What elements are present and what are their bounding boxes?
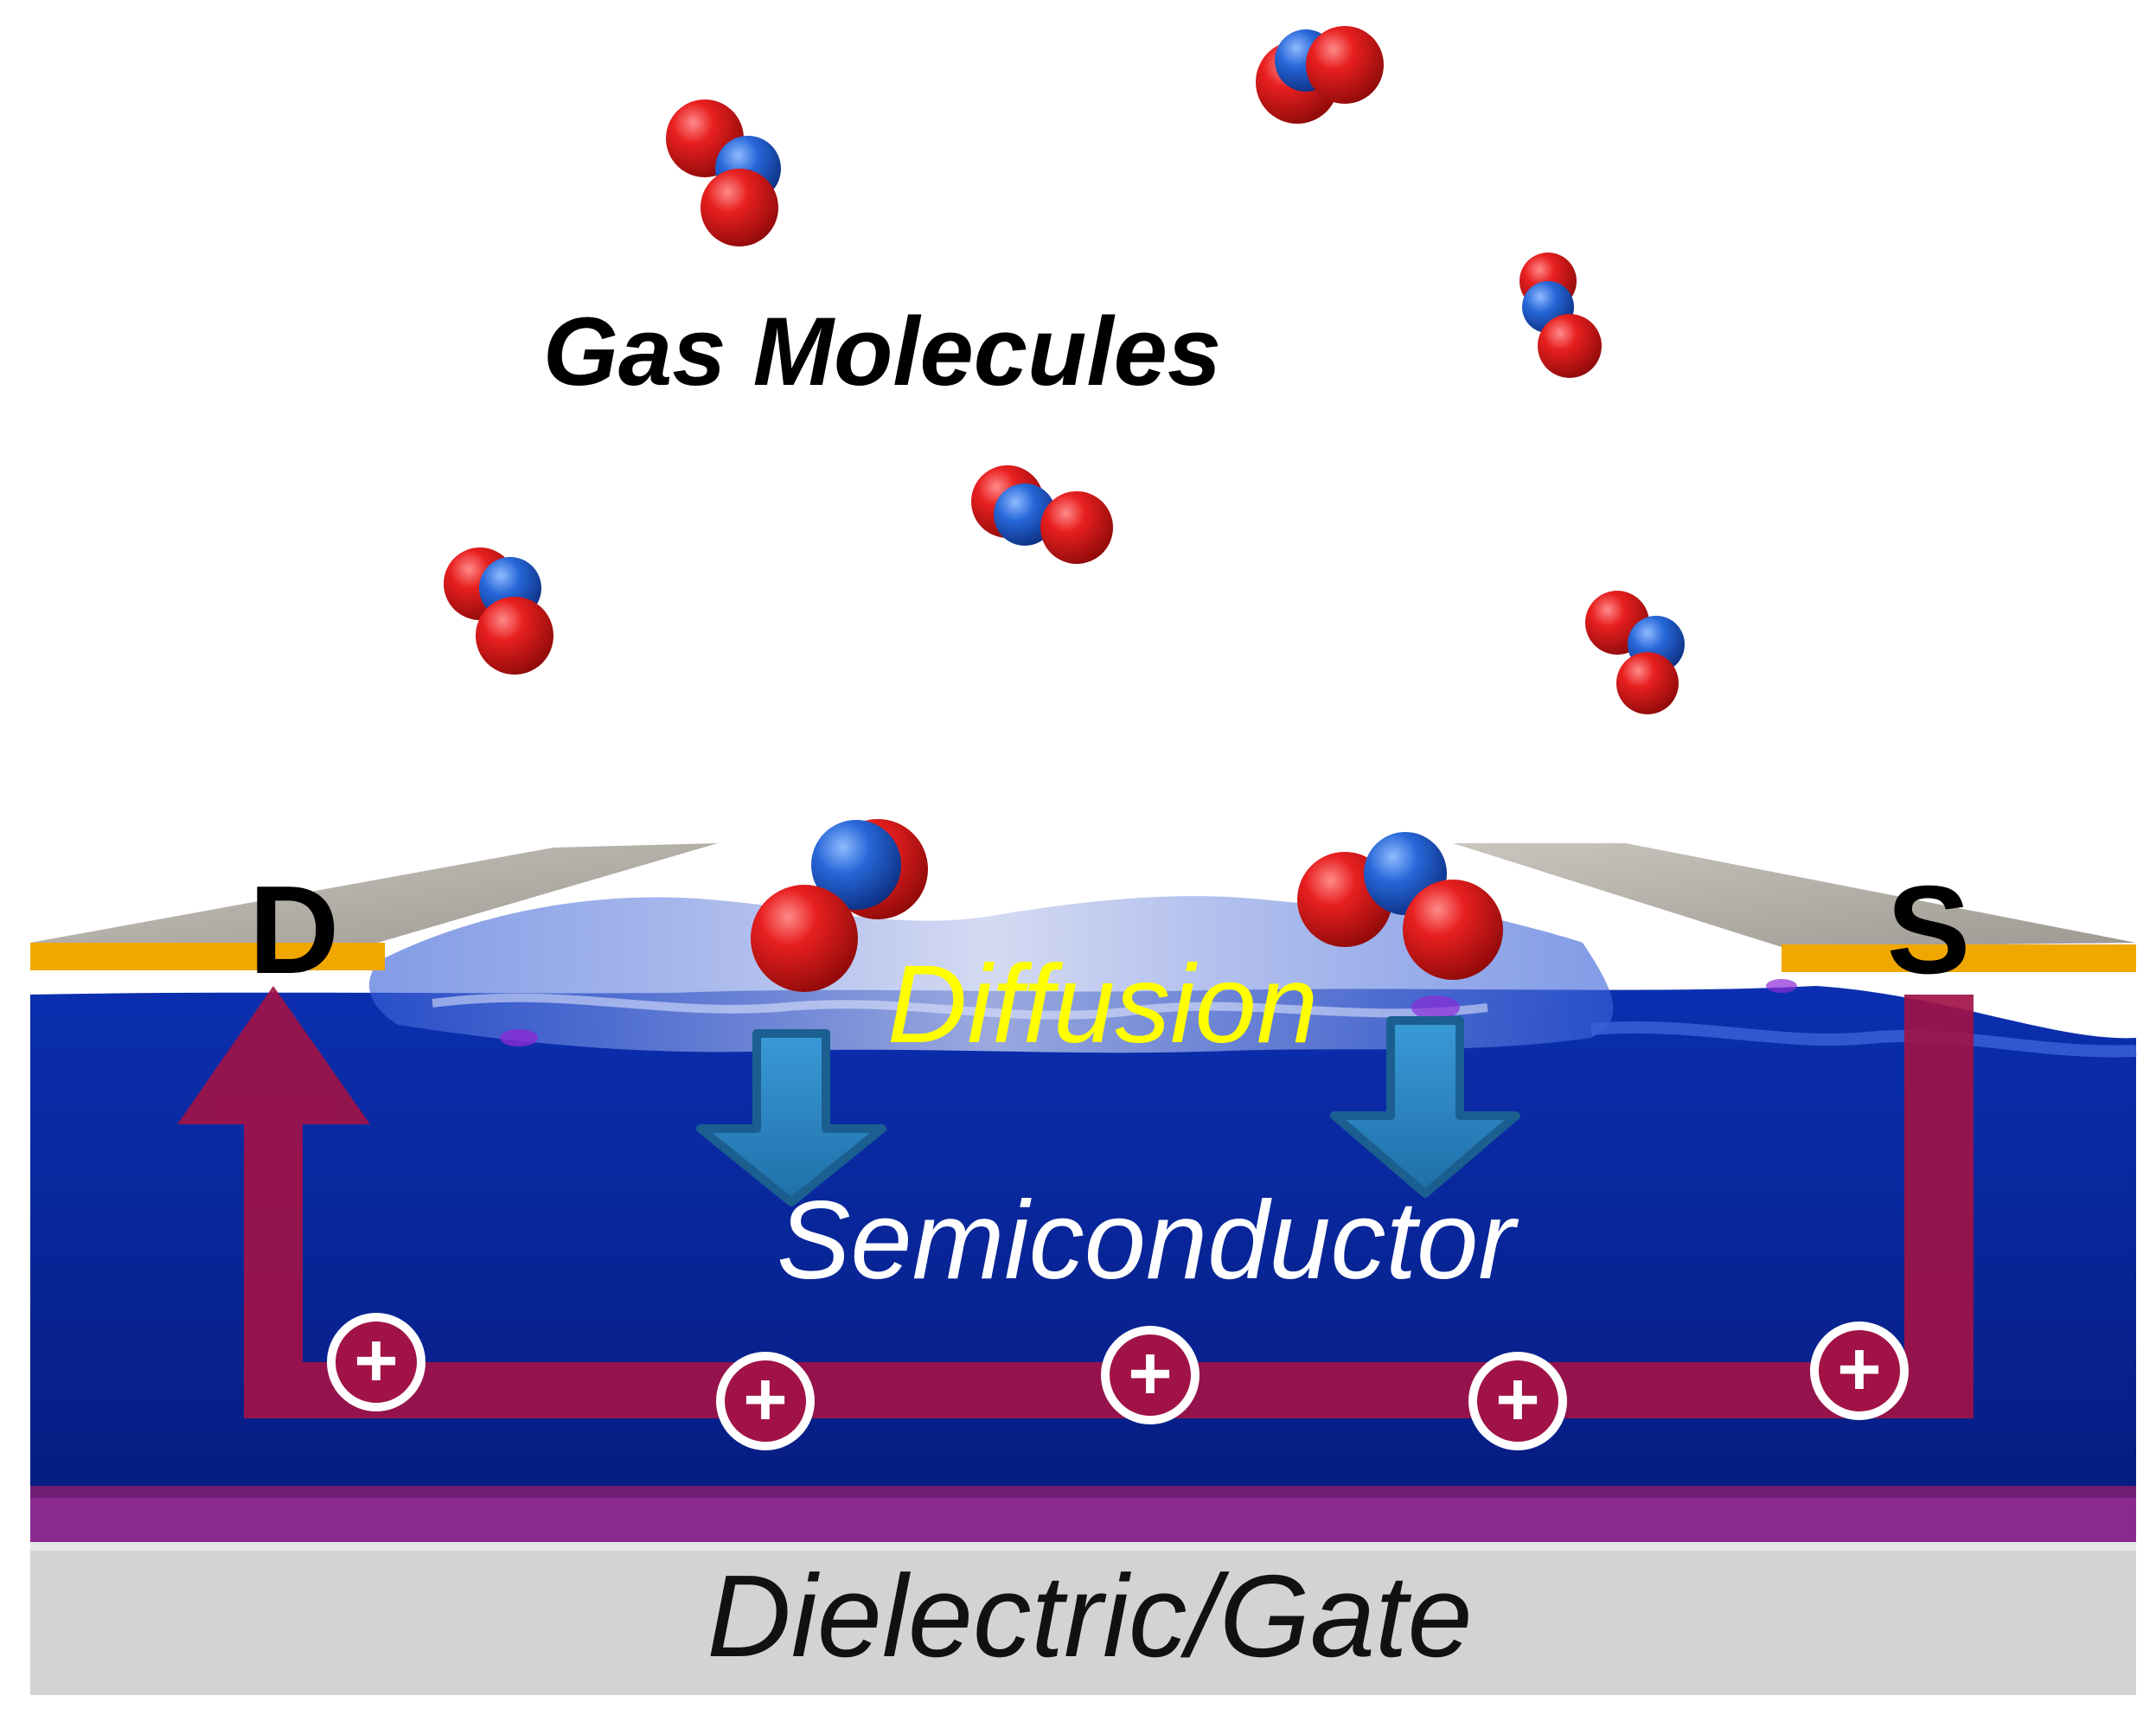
source-electrode-edge — [1782, 944, 2136, 972]
no2-molecule-icon — [971, 465, 1113, 564]
positive-charges: + + + + + — [327, 1313, 1909, 1450]
charge-symbol: + — [1128, 1330, 1172, 1416]
charge-symbol: + — [1495, 1356, 1539, 1442]
gate-layer — [30, 1548, 2136, 1695]
arrow-down-icon — [1330, 1016, 1520, 1198]
current-path — [177, 986, 1974, 1418]
nitrogen-atom — [811, 820, 901, 910]
semiconductor-label: Semiconductor — [777, 1179, 1519, 1302]
dielectric-layer-top — [30, 1486, 2136, 1498]
positive-charge-icon: + — [1101, 1326, 1200, 1424]
charge-circle — [1810, 1321, 1909, 1420]
oxygen-atom — [701, 169, 778, 246]
oxygen-atom — [1040, 491, 1113, 564]
no2-molecule-icon — [444, 547, 553, 675]
charge-circle — [327, 1313, 425, 1411]
oxygen-atom — [1306, 26, 1384, 104]
oxygen-atom — [1616, 652, 1679, 714]
nitrogen-atom — [994, 483, 1056, 546]
positive-charge-icon: + — [1468, 1352, 1567, 1450]
positive-charge-icon: + — [716, 1352, 815, 1450]
oxygen-atom — [476, 597, 553, 675]
diffusion-arrow-right — [1330, 1016, 1520, 1198]
oxygen-atom — [1538, 314, 1602, 378]
dopant-blob — [1411, 995, 1460, 1020]
no2-molecule-icon — [1297, 832, 1503, 980]
dielectric-gate-label: Dielectric/Gate — [707, 1551, 1472, 1681]
arrow-up-icon — [177, 986, 370, 1124]
diffusion-label: Diffusion — [887, 943, 1318, 1066]
drain-electrode-edge — [30, 943, 385, 970]
drain-label: D — [249, 860, 340, 1000]
dopant-blob — [500, 1029, 538, 1046]
positive-charge-icon: + — [327, 1313, 425, 1411]
surface-ridge — [432, 993, 1488, 1020]
no2-molecule-icon — [1519, 253, 1602, 378]
charge-symbol: + — [1837, 1326, 1881, 1411]
source-label: S — [1887, 860, 1971, 1000]
positive-charge-icon: + — [1810, 1321, 1909, 1420]
charge-symbol: + — [354, 1317, 398, 1403]
gas-molecules-label: Gas Molecules — [543, 298, 1221, 406]
charge-circle — [1101, 1326, 1200, 1424]
arrow-down-icon — [696, 1029, 886, 1206]
charge-circle — [1468, 1352, 1567, 1450]
surface-wave-right — [1590, 1021, 2137, 1058]
charge-symbol: + — [743, 1356, 787, 1442]
diffusion-arrow-left — [696, 1029, 886, 1206]
charge-circle — [716, 1352, 815, 1450]
no2-molecule-icon — [751, 819, 928, 992]
dielectric-layer — [30, 1494, 2136, 1542]
dopant-blob — [1766, 979, 1797, 993]
no2-molecule-icon — [666, 99, 781, 246]
source-electrode-top — [1453, 843, 2136, 947]
semiconductor-layer — [30, 986, 2136, 1486]
gas-molecules — [444, 26, 1685, 992]
drain-electrode-top — [30, 843, 718, 944]
no2-molecule-icon — [1256, 26, 1384, 124]
gate-layer-edge — [30, 1542, 2136, 1551]
no2-molecule-icon — [1585, 591, 1685, 714]
oxygen-atom — [1403, 880, 1503, 980]
oxygen-atom — [751, 885, 858, 992]
current-path-right-stem — [1904, 995, 1974, 1418]
